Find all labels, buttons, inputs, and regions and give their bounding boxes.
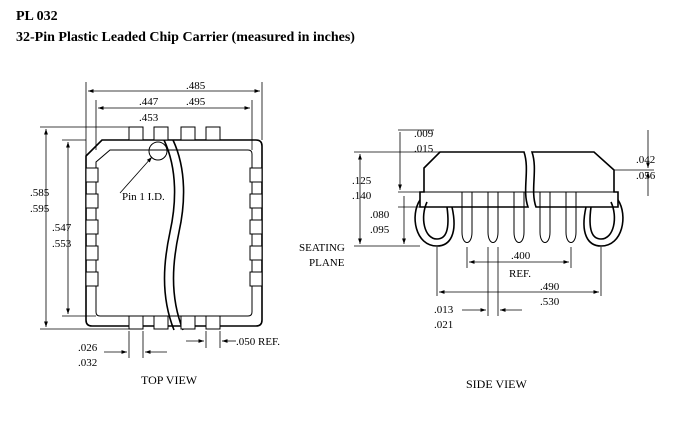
- j-lead-left: [414, 199, 455, 247]
- dim-lead-width: .026: [78, 342, 98, 354]
- bottom-lead-pad: [153, 315, 169, 330]
- dim-overall-width-alt: .495: [186, 96, 206, 108]
- seating-plane-label-2: PLANE: [309, 257, 345, 269]
- side-view-caption: SIDE VIEW: [466, 377, 527, 391]
- right-lead-pad: [249, 245, 263, 261]
- dim-body-width-alt: .453: [139, 112, 159, 124]
- dim-shoulder: .042: [636, 154, 655, 166]
- right-lead-pad: [249, 167, 263, 183]
- j-lead-right-inner: [589, 201, 616, 240]
- left-lead-pad: [85, 167, 99, 183]
- side-view: SEATING PLANE .125 .140 .009 .015 .080 .…: [299, 128, 656, 391]
- left-lead-pad: [85, 193, 99, 209]
- part-number: PL 032: [16, 9, 58, 24]
- dim-lead-span: .490: [540, 281, 560, 293]
- top-lead-pad: [153, 126, 169, 141]
- right-lead-pad: [249, 193, 263, 209]
- side-view-body-right: [530, 151, 619, 208]
- side-lead: [539, 192, 551, 243]
- top-view-caption: TOP VIEW: [141, 373, 198, 387]
- dim-lead-thickness-alt: .015: [414, 143, 434, 155]
- side-lead: [461, 192, 473, 243]
- right-lead-pad: [249, 271, 263, 287]
- top-view-break-line: [163, 139, 176, 331]
- side-lead: [565, 192, 577, 243]
- top-lead-pad: [205, 126, 221, 141]
- left-lead-pad: [85, 245, 99, 261]
- dim-shoulder-alt: .056: [636, 170, 656, 182]
- dim-lead-span-alt: .530: [540, 296, 560, 308]
- pin1-indicator-circle: [148, 141, 168, 161]
- pin1-label: Pin 1 I.D.: [122, 191, 165, 203]
- dim-overall-height: .585: [30, 187, 50, 199]
- top-lead-pad: [128, 126, 144, 141]
- j-lead-left-inner: [422, 201, 449, 240]
- dim-body-height: .547: [52, 222, 72, 234]
- dim-height-alt: .140: [352, 190, 372, 202]
- top-view: .485 .495 .447 .453 .585 .595 .547 .553 …: [30, 80, 280, 387]
- dim-row-spacing-ref: REF.: [509, 268, 531, 280]
- left-lead-pad: [85, 271, 99, 287]
- dim-body-width: .447: [139, 96, 159, 108]
- side-lead: [513, 192, 525, 243]
- right-lead-pad: [249, 219, 263, 235]
- dim-pitch: .050 REF.: [236, 336, 280, 348]
- dim-overall-height-alt: .595: [30, 203, 50, 215]
- top-view-body-inner: [95, 149, 253, 317]
- dim-row-spacing: .400: [511, 250, 531, 262]
- dim-lead-thickness: .009: [414, 128, 434, 140]
- dim-standoff-alt: .095: [370, 224, 390, 236]
- bottom-lead-pad: [128, 315, 144, 330]
- bottom-lead-pad: [205, 315, 221, 330]
- side-lead: [487, 192, 499, 243]
- dim-lead-width-side: .013: [434, 304, 454, 316]
- dim-body-height-alt: .553: [52, 238, 72, 250]
- dim-height: .125: [352, 175, 372, 187]
- j-lead-right: [583, 199, 624, 247]
- bottom-lead-pad: [180, 315, 196, 330]
- left-lead-pad: [85, 219, 99, 235]
- seating-plane-label-1: SEATING: [299, 242, 345, 254]
- top-view-break-line-2: [172, 139, 185, 331]
- top-view-body-outline: [85, 139, 263, 327]
- dim-overall-width: .485: [186, 80, 206, 92]
- package-title: 32-Pin Plastic Leaded Chip Carrier (meas…: [16, 30, 355, 45]
- top-lead-pad: [180, 126, 196, 141]
- dim-standoff: .080: [370, 209, 390, 221]
- side-view-body-left: [419, 151, 530, 208]
- pin1-leader: [119, 156, 153, 194]
- dim-lead-width-alt: .032: [78, 357, 97, 369]
- dim-lead-width-side-alt: .021: [434, 319, 453, 331]
